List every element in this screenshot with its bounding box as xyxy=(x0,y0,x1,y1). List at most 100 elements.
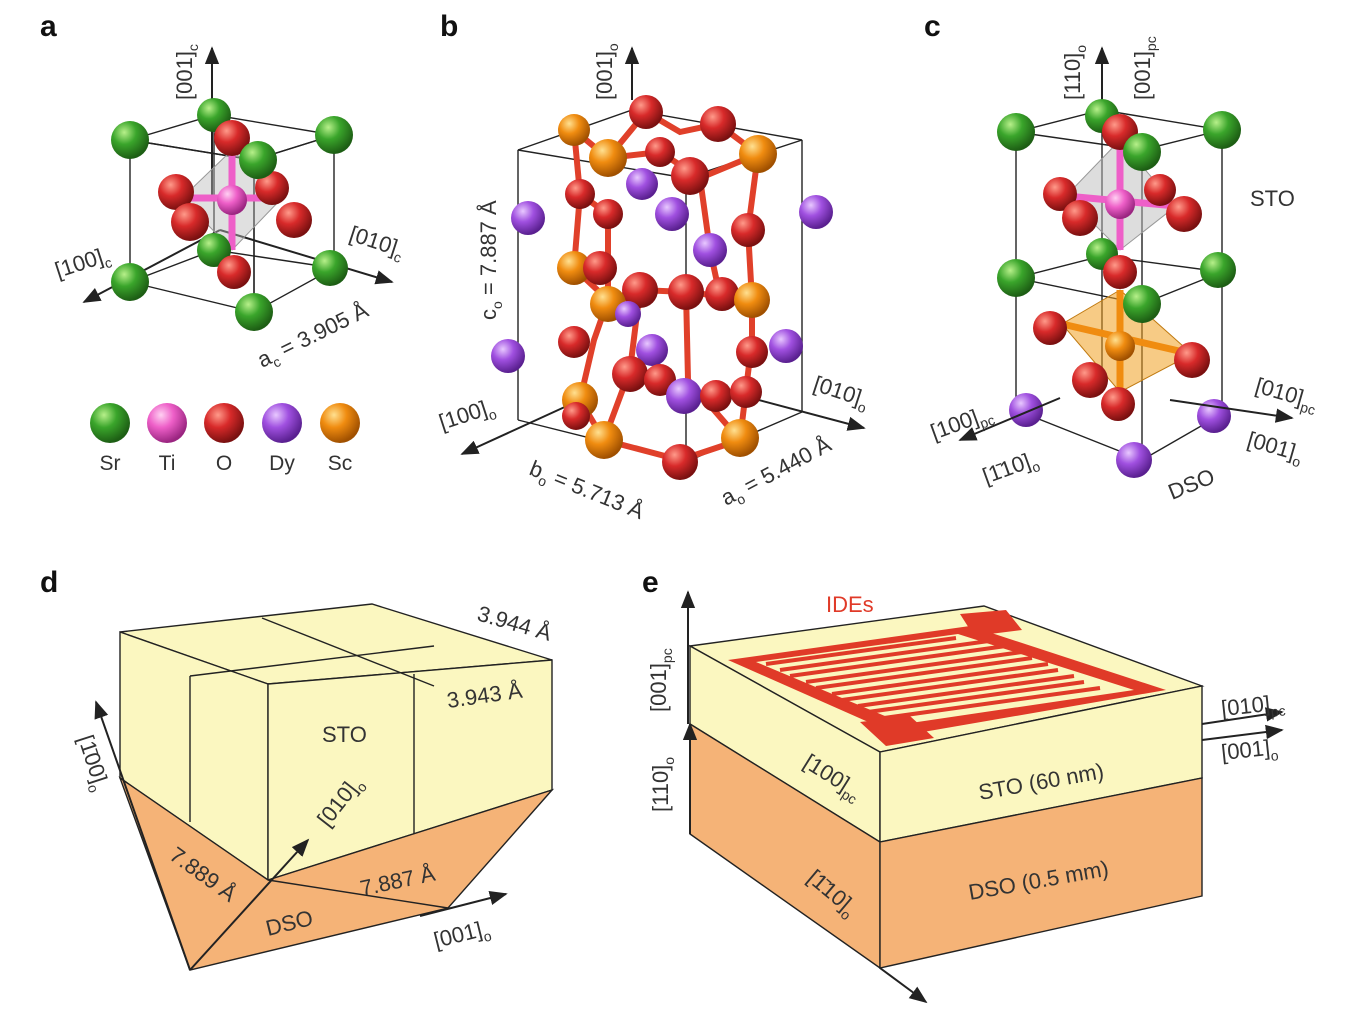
legend-label-o: O xyxy=(216,452,232,475)
legend-label-dy: Dy xyxy=(269,452,295,475)
legend-label-sr: Sr xyxy=(100,452,121,475)
atom-o xyxy=(671,157,709,195)
atom-o xyxy=(276,202,312,238)
axis-arrow-100c xyxy=(82,229,221,303)
atom-dy xyxy=(1009,393,1043,427)
atom-o xyxy=(1043,177,1077,211)
axis-arrow-001o-e xyxy=(1201,724,1284,741)
axis-label-010pc: [010]pc xyxy=(1252,373,1321,418)
panel-b: b [001]o [100]o [010]o xyxy=(436,10,872,527)
atom-o xyxy=(730,376,762,408)
axis-label-100pc: [100]pc xyxy=(927,399,997,448)
sto-cell-divider xyxy=(261,617,435,687)
electrode-fingers xyxy=(765,636,1101,720)
atom-sr xyxy=(997,259,1035,297)
dso-label-c: DSO xyxy=(1165,464,1219,505)
atom-o xyxy=(583,251,617,285)
atom-o xyxy=(700,106,736,142)
atom-sr xyxy=(1123,285,1161,323)
legend-label-ti: Ti xyxy=(159,452,176,475)
atom-o xyxy=(1072,362,1108,398)
axis-label-100c: [100]c xyxy=(52,242,114,287)
panel-c: c [110]o [001]pc xyxy=(924,10,1321,505)
atom-dy xyxy=(511,201,545,235)
sto-cell-divider xyxy=(189,645,435,677)
panel-b-label: b xyxy=(440,10,458,43)
atom-dy xyxy=(666,378,702,414)
axis-label-010o: [010]o xyxy=(809,371,872,416)
atom-sc xyxy=(585,421,623,459)
atom-sr xyxy=(997,113,1035,151)
atom-o xyxy=(1062,200,1098,236)
axis-label-001c: [001]c xyxy=(172,44,201,100)
legend-swatch-ti xyxy=(147,403,187,443)
legend-label-sc: Sc xyxy=(328,452,353,475)
axis-label-010c: [010]c xyxy=(345,221,407,266)
atom-o xyxy=(593,199,623,229)
legend-swatch-dy xyxy=(262,403,302,443)
atom-o xyxy=(736,336,768,368)
atom-dy xyxy=(626,168,658,200)
axis-label-010pc-e: [010]pc xyxy=(1220,689,1286,725)
panel-c-label: c xyxy=(924,10,941,43)
atom-o xyxy=(562,402,590,430)
axis-label-001o-d: [001]o xyxy=(431,915,493,957)
lattice-label-bo: bo = 5.713 Å xyxy=(525,455,648,527)
atom-o xyxy=(171,203,209,241)
legend-swatch-o xyxy=(204,403,244,443)
atom-o xyxy=(1174,342,1210,378)
dso-edge xyxy=(267,879,449,909)
atom-o xyxy=(700,380,732,412)
atom-o xyxy=(1033,311,1067,345)
lattice-label-co: co = 7.887 Å xyxy=(476,200,505,320)
axis-arrow-1bar00o xyxy=(94,700,191,971)
axis-label-100o: [100]o xyxy=(436,393,499,438)
panel-a-label: a xyxy=(40,10,57,43)
atom-o xyxy=(1103,255,1137,289)
atom-o xyxy=(645,137,675,167)
axis-arrow-100pc xyxy=(958,397,1061,441)
axis-label-1bar10o: [1̄10]o xyxy=(979,446,1042,493)
axis-label-001pc: [001]pc xyxy=(1130,36,1159,100)
atom-o xyxy=(1166,196,1202,232)
axis-arrow-100o xyxy=(460,399,581,455)
atom-sr xyxy=(197,233,231,267)
atom-sc xyxy=(557,251,591,285)
axis-arrow-010pc-e xyxy=(1201,707,1284,725)
interdigitated-electrodes xyxy=(728,610,1166,746)
atom-o xyxy=(255,171,289,205)
electrode-pad xyxy=(860,716,934,746)
axis-label-001o-c: [001]o xyxy=(1244,427,1307,471)
atom-o xyxy=(1101,387,1135,421)
atom-dy xyxy=(636,334,668,366)
atom-sc xyxy=(558,114,590,146)
panel-e: e [001]pc xyxy=(642,566,1286,1004)
legend-swatch-sc xyxy=(320,403,360,443)
atom-sr xyxy=(315,116,353,154)
atom-sr xyxy=(235,293,273,331)
atom-o xyxy=(217,255,251,289)
atom-dy xyxy=(799,195,833,229)
atom-dy xyxy=(491,339,525,373)
atom-o xyxy=(612,356,648,392)
atom-sc xyxy=(589,139,627,177)
atom-sr xyxy=(1203,111,1241,149)
axis-arrow-001o-d xyxy=(419,891,508,917)
atom-ti xyxy=(1105,189,1135,219)
atom-o xyxy=(668,274,704,310)
atom-sr xyxy=(239,141,277,179)
atom-o xyxy=(629,95,663,129)
atom-o xyxy=(731,213,765,247)
axis-arrow-010o xyxy=(739,394,866,431)
axis-label-110o-e: [110]o xyxy=(648,757,677,812)
sto-label-c: STO xyxy=(1250,186,1295,211)
panel-a: a [001]c [100]c [010]c ac = 3 xyxy=(40,10,407,475)
panel-d: d [1̄00]o [010]o [001]o 3.944 Å 3.943 Å … xyxy=(40,566,555,971)
panel-d-label: d xyxy=(40,566,58,599)
atom-o xyxy=(662,444,698,480)
atom-legend: Sr Ti O Dy Sc xyxy=(90,403,360,475)
ides-label: IDEs xyxy=(826,592,874,617)
atom-sr xyxy=(1123,133,1161,171)
axis-label-001o: [001]o xyxy=(592,43,621,100)
axis-label-001pc-e: [001]pc xyxy=(646,648,675,712)
